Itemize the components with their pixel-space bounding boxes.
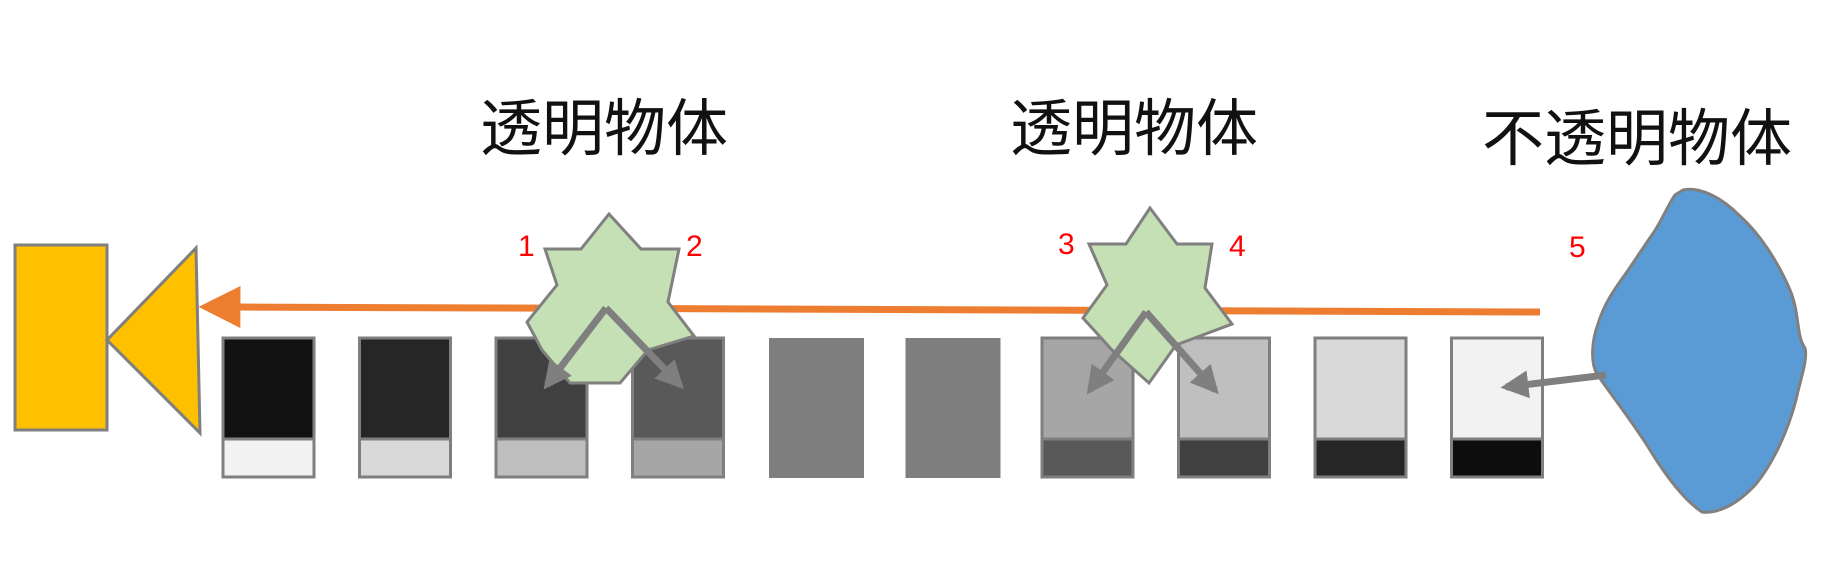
view-ray-arrow: [198, 286, 1541, 329]
marker-1: 1: [518, 230, 535, 263]
color-swatch: [221, 336, 316, 441]
marker-3: 3: [1058, 228, 1075, 261]
reflection-arrows-2: [1086, 309, 1219, 395]
alpha-swatch: [631, 437, 725, 479]
color-swatch: [769, 338, 864, 478]
buffer-cell-9: [1313, 336, 1408, 479]
buffer-cell-6: [905, 338, 1001, 478]
transparent-object-star-2: [1081, 205, 1235, 386]
alpha-swatch: [1313, 437, 1408, 479]
alpha-swatch: [494, 437, 589, 479]
buffer-cell-4: [631, 336, 725, 479]
buffer-cell-7: [1040, 336, 1135, 479]
transparent-object-star-1: [525, 211, 697, 385]
buffer-cell-1: [221, 336, 316, 479]
color-swatch: [358, 336, 452, 441]
marker-2: 2: [686, 230, 703, 263]
marker-4: 4: [1229, 230, 1246, 263]
pixel-buffer-cells: [221, 336, 1544, 479]
alpha-swatch: [1450, 437, 1544, 479]
color-swatch: [1450, 336, 1544, 441]
color-swatch: [905, 338, 1001, 478]
color-swatch: [1313, 336, 1408, 441]
opaque-reflection-arrow: [1500, 370, 1607, 399]
color-swatch: [1177, 336, 1271, 441]
marker-5: 5: [1569, 231, 1586, 264]
camera-icon: [13, 243, 202, 437]
reflection-arrows-1: [543, 305, 684, 390]
buffer-cell-8: [1177, 336, 1271, 479]
buffer-cell-2: [358, 336, 452, 479]
alpha-swatch: [221, 437, 316, 479]
opaque-label: 不透明物体: [1482, 102, 1792, 175]
opaque-object-blob: [1591, 187, 1808, 514]
alpha-swatch: [358, 437, 452, 479]
buffer-cell-10: [1450, 336, 1544, 479]
alpha-swatch: [1040, 437, 1135, 479]
buffer-cell-5: [769, 338, 864, 478]
transparent-label-2: 透明物体: [1010, 92, 1258, 165]
alpha-swatch: [1177, 437, 1271, 479]
transparent-label-1: 透明物体: [480, 92, 728, 165]
